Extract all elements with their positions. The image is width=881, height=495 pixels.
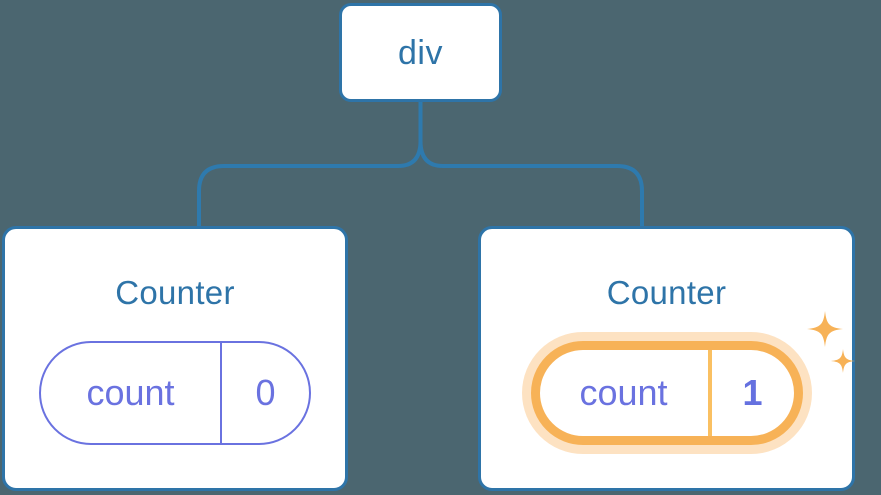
state-key-label-right: count xyxy=(579,372,668,413)
state-value-label-right: 1 xyxy=(742,372,763,413)
node-counter-right-title: Counter xyxy=(606,274,727,311)
state-key-label-left: count xyxy=(86,372,175,413)
state-pill-left[interactable]: count 0 xyxy=(39,341,311,445)
node-div[interactable]: div xyxy=(339,3,502,102)
node-counter-left[interactable]: Counter count 0 xyxy=(2,226,348,491)
state-key-cell-left: count xyxy=(41,343,222,443)
sparkle-small-icon xyxy=(830,349,855,373)
sparkle-group xyxy=(806,311,855,373)
state-key-cell-right: count xyxy=(540,350,712,436)
state-pill-right[interactable]: count 1 xyxy=(530,341,803,445)
state-value-label-left: 0 xyxy=(255,372,276,413)
sparkle-large-icon xyxy=(806,311,843,347)
state-pill-wrapper-right: count 1 xyxy=(530,311,855,445)
node-counter-right[interactable]: Counter count 1 xyxy=(478,226,855,491)
node-div-label: div xyxy=(398,33,443,72)
node-counter-left-title: Counter xyxy=(115,274,235,311)
state-value-cell-right: 1 xyxy=(712,350,794,436)
state-pill-wrapper-left: count 0 xyxy=(39,341,311,445)
state-value-cell-left: 0 xyxy=(222,343,309,443)
